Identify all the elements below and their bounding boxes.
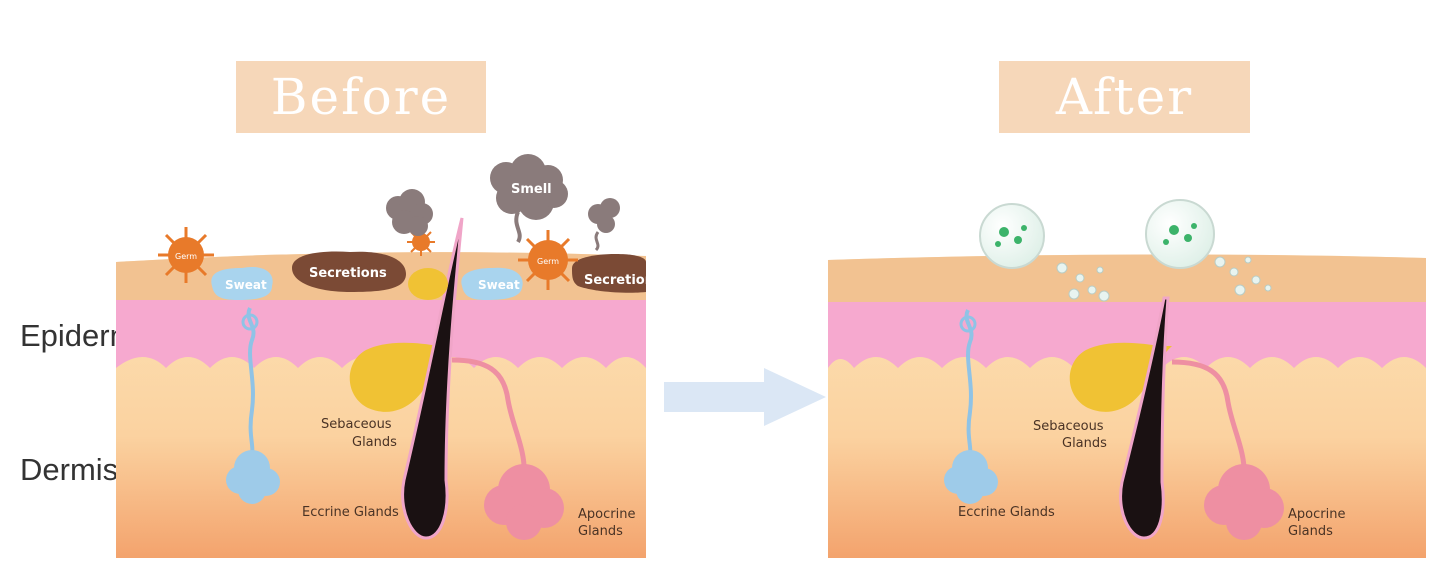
small-bubbles-icon [1056,256,1272,302]
apocrine-label-1: Apocrine [578,507,635,522]
germ-icon-small [407,228,435,256]
after-title: After [1055,68,1194,126]
bubble-icon-left [979,203,1045,269]
eccrine-label: Eccrine Glands [958,505,1055,520]
bubble-icon-right [1145,199,1215,269]
eccrine-duct [246,307,256,456]
apocrine-gland [1204,464,1284,540]
skin-surface [828,254,1426,302]
sebaceous-label-2: Glands [1062,436,1107,451]
before-title: Before [270,68,452,126]
transition-arrow-icon [664,368,826,426]
dermis-label: Dermis [20,452,119,487]
secretions-label-right: Secretions [584,273,646,288]
apocrine-duct [451,357,527,476]
eccrine-gland [944,450,998,504]
eccrine-duct [964,309,974,458]
apocrine-label-2: Glands [1288,524,1333,539]
apocrine-duct [1171,359,1247,478]
germ-label-right: Germ [537,257,559,266]
eccrine-gland [226,450,280,504]
sweat-label-left: Sweat [225,278,267,292]
after-title-box: After [999,61,1250,133]
eccrine-coil [959,315,977,333]
eccrine-label: Eccrine Glands [302,505,399,520]
apocrine-label-2: Glands [578,524,623,539]
sebum-blob [408,268,448,300]
before-skin-diagram: Eccrine Glands Sebaceous Glands Apocrine… [116,154,646,558]
hair-shaft [1119,296,1170,540]
secretion-blob-right [572,254,646,293]
secretion-blob-left [292,251,406,292]
smell-cloud-icon [490,154,568,244]
smell-cloud-small-icon [386,189,433,236]
sweat-label-right: Sweat [478,278,520,292]
germ-icon-left: Germ [158,227,214,283]
apocrine-label-1: Apocrine [1288,507,1345,522]
sebaceous-label-1: Sebaceous [321,417,392,432]
smell-label: Smell [511,182,552,197]
before-title-box: Before [236,61,486,133]
apocrine-gland [484,464,564,540]
secretions-label-left: Secretions [309,266,387,281]
sebaceous-label-1: Sebaceous [1033,419,1104,434]
smell-cloud-tiny-icon [588,198,620,252]
epidermis-layer [828,302,1426,368]
sebaceous-gland [349,342,452,412]
after-skin-diagram: Eccrine Glands Sebaceous Glands Apocrine… [828,199,1426,558]
sweat-drop-right [461,267,523,300]
sweat-drop-left [211,266,273,300]
germ-label-left: Germ [175,252,197,261]
eccrine-coil [241,313,259,331]
sebaceous-label-2: Glands [352,435,397,450]
hair-shaft [401,217,464,540]
sebaceous-gland [1069,342,1172,412]
germ-icon-right: Germ [518,230,578,290]
